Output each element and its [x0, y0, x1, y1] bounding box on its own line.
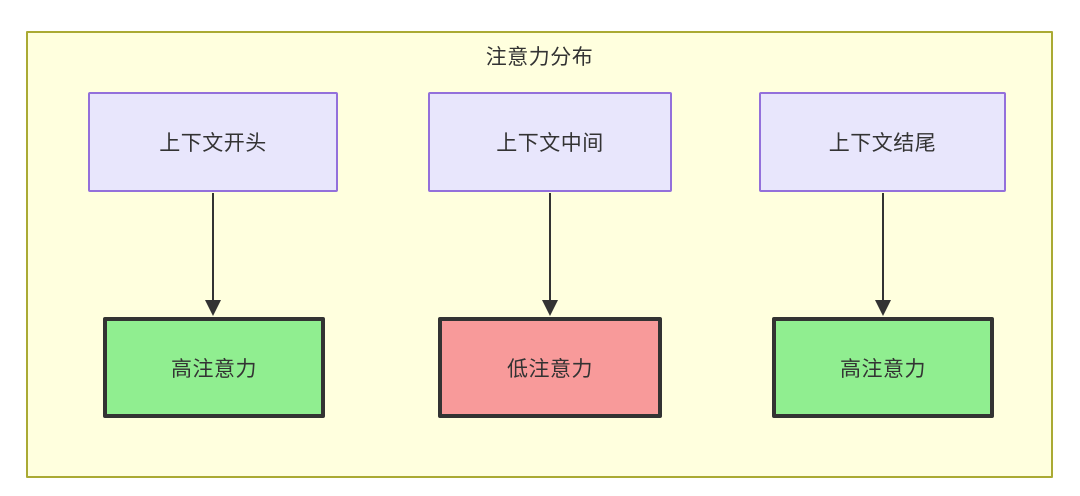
node-context-end[interactable]: 上下文结尾	[759, 92, 1006, 192]
node-context-start[interactable]: 上下文开头	[88, 92, 338, 192]
node-context-start-label: 上下文开头	[159, 132, 267, 155]
node-attention-end[interactable]: 高注意力	[772, 317, 994, 418]
node-context-middle[interactable]: 上下文中间	[428, 92, 672, 192]
node-context-middle-label: 上下文中间	[496, 132, 604, 155]
node-context-end-label: 上下文结尾	[828, 132, 937, 155]
node-attention-end-label: 高注意力	[840, 357, 926, 381]
node-attention-start[interactable]: 高注意力	[103, 317, 325, 418]
subgraph-title: 注意力分布	[485, 46, 594, 69]
node-attention-middle-label: 低注意力	[507, 357, 593, 381]
node-attention-middle[interactable]: 低注意力	[438, 317, 662, 418]
node-attention-start-label: 高注意力	[171, 357, 257, 381]
